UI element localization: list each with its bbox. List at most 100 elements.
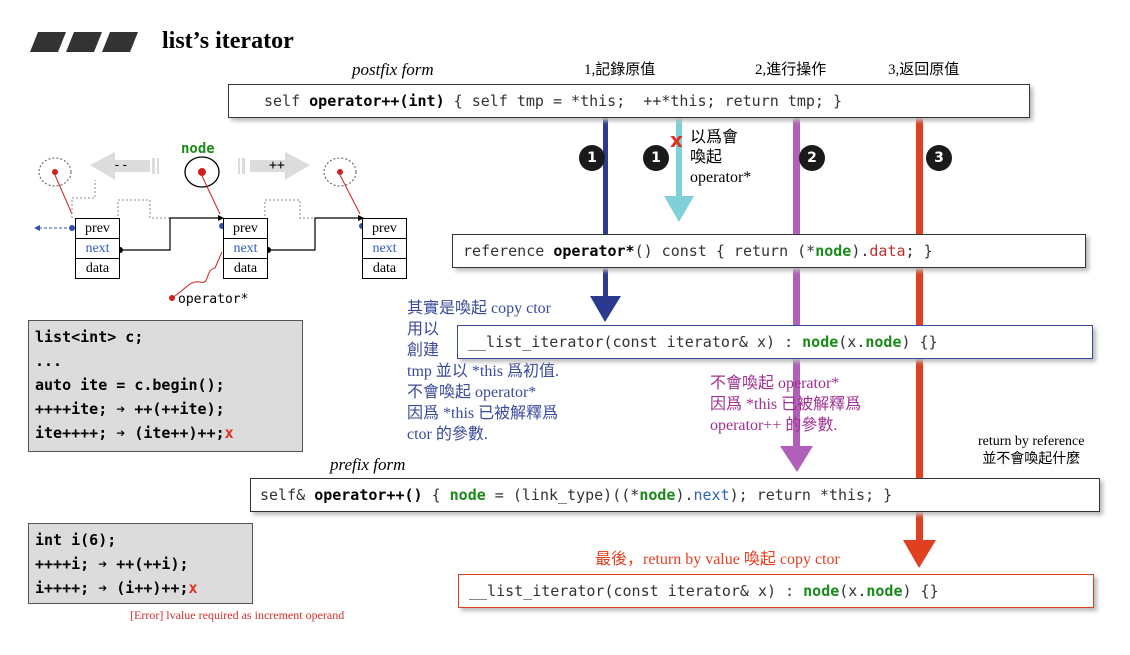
- ctor1-code-5: ) {}: [901, 333, 938, 351]
- list-example-box: list<int> c; ... auto ite = c.begin(); +…: [28, 320, 303, 452]
- list-example-line4: ++++ite; ➔ ++(++ite);: [35, 400, 225, 418]
- next-cloud: [323, 157, 357, 187]
- ctor2-code-3: (x.: [839, 582, 867, 600]
- x-mark-list: x: [224, 424, 234, 442]
- error-message: [Error] lvalue required as increment ope…: [130, 608, 345, 622]
- prefix-code-9: ); return *this; }: [729, 486, 893, 504]
- prefix-code-5: = (link_type)((*: [485, 486, 640, 504]
- deref-code-4: node: [815, 242, 852, 260]
- list-example-line3: auto ite = c.begin();: [35, 376, 225, 394]
- deref-code-2: operator*: [553, 242, 635, 260]
- x-mark-top: x: [670, 128, 683, 152]
- prefix-code-2: operator++(): [314, 486, 423, 504]
- blue-arrow-head: [590, 296, 621, 322]
- copy-ctor-line3: 創建: [407, 342, 440, 359]
- marker-3: 3: [926, 145, 952, 171]
- deref-code-5: ).: [851, 242, 870, 260]
- prefix-code-7: ).: [675, 486, 694, 504]
- postfix-code-1: self: [264, 92, 310, 110]
- deref-code-box: reference operator*() const { return (*n…: [452, 234, 1086, 268]
- ctor1-code-2: node: [802, 333, 839, 351]
- node3-prev: prev: [362, 218, 407, 239]
- copy-ctor-code-box: __list_iterator(const iterator& x) : nod…: [457, 325, 1093, 359]
- node-cloud: [184, 156, 220, 188]
- ctor2-code-5: ) {}: [902, 582, 939, 600]
- deref-code-3: () const { return (*: [634, 242, 816, 260]
- step2-label: 2,進行操作: [755, 62, 827, 78]
- think-call-note: 以爲會 喚起 operator*: [690, 128, 751, 188]
- purple-arrow-head: [780, 446, 813, 472]
- list-diagram-lines: [34, 152, 365, 301]
- int-example-line1: int i(6);: [35, 531, 117, 549]
- ctor1-code-3: (x.: [838, 333, 866, 351]
- last-note: 最後，return by value 喚起 copy ctor: [595, 551, 840, 568]
- postfix-code-3: { self tmp = *this; ++*this; return tmp;…: [444, 92, 842, 110]
- plus-label: ++: [269, 158, 285, 173]
- title-decoration: [30, 32, 138, 52]
- operator-star-label: operator*: [178, 292, 249, 307]
- node1-prev: prev: [75, 218, 120, 239]
- prefix-code-8: next: [693, 486, 730, 504]
- deref-code-7: ; }: [905, 242, 933, 260]
- prefix-code-box: self& operator++() { node = (link_type)(…: [250, 478, 1100, 512]
- purple-note: 不會喚起 operator* 因爲 *this 已被解釋爲 operator++…: [710, 373, 861, 436]
- minus-arrow: [90, 152, 150, 180]
- ctor1-code-1: __list_iterator(const iterator& x) :: [468, 333, 803, 351]
- cyan-arrow-head: [664, 196, 694, 222]
- copy-ctor-line1: 其實是喚起 copy ctor: [407, 300, 551, 317]
- postfix-form-label: postfix form: [352, 60, 434, 79]
- node2-prev: prev: [223, 218, 268, 239]
- copy-ctor-line6: 因爲 *this 已被解釋爲: [407, 405, 559, 422]
- postfix-code-2: operator++(int): [309, 92, 445, 110]
- ctor2-code-2: node: [803, 582, 840, 600]
- int-example-line3: i++++; ➔ (i++)++;: [35, 579, 189, 597]
- node1-next: next: [75, 238, 120, 259]
- node2-next: next: [223, 238, 268, 259]
- purple-arrow-shaft: [793, 118, 800, 448]
- prefix-code-6: node: [639, 486, 676, 504]
- cyan-arrow-shaft: [676, 118, 682, 198]
- copy-ctor-line7: ctor 的參數.: [407, 426, 488, 443]
- purple-line1: 不會喚起 operator*: [710, 375, 840, 392]
- think-call-line3: operator*: [690, 169, 752, 186]
- prefix-code-3: {: [422, 486, 450, 504]
- x-mark-int: x: [188, 579, 198, 597]
- plus-arrow: [250, 152, 310, 180]
- copy-ctor-line4: tmp 並以 *this 爲初值.: [407, 363, 560, 380]
- node1-data: data: [75, 258, 120, 279]
- think-call-line1: 以爲會: [690, 129, 739, 146]
- marker-2: 2: [799, 145, 825, 171]
- copy-ctor-note: 其實是喚起 copy ctor 用以 創建 tmp 並以 *this 爲初值. …: [407, 298, 559, 445]
- int-example-box: int i(6); ++++i; ➔ ++(++i); i++++; ➔ (i+…: [28, 523, 253, 604]
- postfix-code-box: self operator++(int) { self tmp = *this;…: [228, 84, 1030, 118]
- node3-next: next: [362, 238, 407, 259]
- prev-cloud: [38, 157, 72, 187]
- node-label: node: [181, 141, 215, 157]
- int-example-line2: ++++i; ➔ ++(++i);: [35, 555, 189, 573]
- return-ref-line1: return by reference: [978, 434, 1085, 449]
- purple-line2: 因爲 *this 已被解釋爲: [710, 396, 862, 413]
- copy-ctor-line2: 用以: [407, 321, 440, 338]
- deref-code-1: reference: [463, 242, 554, 260]
- list-example-line5: ite++++; ➔ (ite++)++;: [35, 424, 225, 442]
- return-ctor-code-box: __list_iterator(const iterator& x) : nod…: [458, 574, 1094, 608]
- marker-1: 1: [579, 145, 605, 171]
- red-arrow-head: [903, 540, 936, 568]
- prefix-code-4: node: [449, 486, 486, 504]
- list-example-line1: list<int> c;: [35, 328, 144, 346]
- step1-label: 1,記錄原值: [584, 62, 656, 78]
- copy-ctor-line5: 不會喚起 operator*: [407, 384, 537, 401]
- ctor2-code-1: __list_iterator(const iterator& x) :: [469, 582, 804, 600]
- list-example-line2: ...: [35, 352, 63, 370]
- ctor1-code-4: node: [865, 333, 902, 351]
- deref-code-6: data: [869, 242, 906, 260]
- return-ref-note: return by reference 並不會喚起什麼: [978, 433, 1084, 469]
- blue-arrow-shaft: [603, 118, 608, 298]
- marker-1-alt: 1: [643, 145, 669, 171]
- node3-data: data: [362, 258, 407, 279]
- page-title: list’s iterator: [162, 28, 294, 54]
- prefix-form-label: prefix form: [330, 455, 406, 474]
- prefix-code-1: self&: [260, 486, 315, 504]
- return-ref-line2: 並不會喚起什麼: [982, 452, 1081, 467]
- step3-label: 3,返回原值: [888, 62, 960, 78]
